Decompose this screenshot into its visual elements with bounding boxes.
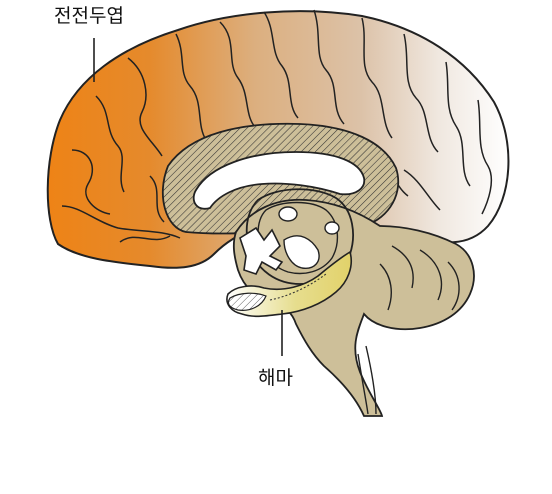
- hippocampus-tail: [227, 292, 267, 311]
- ventricle-pocket: [283, 235, 320, 269]
- third-ventricle: [239, 226, 284, 275]
- mammillary-body: [324, 221, 340, 235]
- hippocampus-label: 해마: [258, 367, 293, 389]
- lateral-ventricle: [192, 151, 366, 210]
- frontal-lobe-label: 전전두엽: [54, 5, 124, 27]
- cortex-folds: [61, 9, 493, 243]
- spinal-cord: [357, 345, 377, 415]
- cerebellum-folds: [379, 245, 460, 311]
- anterior-commissure: [278, 206, 298, 222]
